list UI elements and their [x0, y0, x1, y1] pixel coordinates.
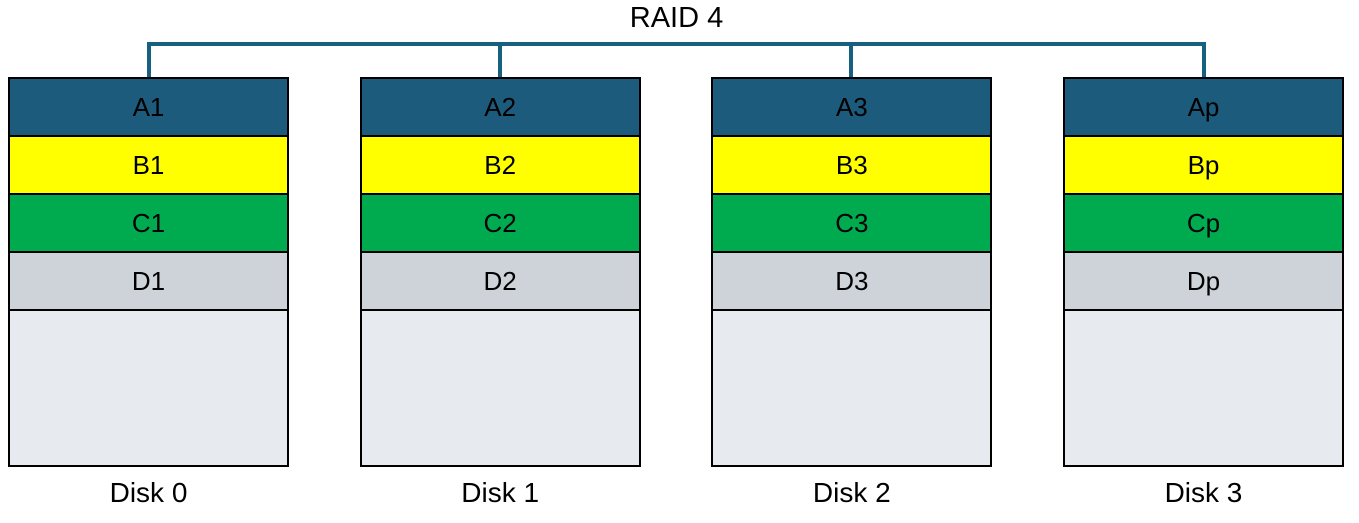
connector-horizontal-line: [147, 42, 1206, 46]
disk-1-free-space: [361, 311, 639, 465]
block-b1: B1: [10, 137, 287, 195]
disk-3-free-space: [1064, 311, 1342, 465]
block-b2: B2: [361, 137, 639, 195]
block-cp: Cp: [1064, 195, 1342, 253]
disk-3-stack: Ap Bp Cp Dp: [1062, 77, 1344, 467]
block-a2: A2: [361, 79, 639, 137]
disk-3: Ap Bp Cp Dp Disk 3: [1062, 77, 1344, 509]
disk-2-label: Disk 2: [812, 477, 891, 508]
connector-drop-disk2: [849, 44, 853, 78]
block-c2: C2: [361, 195, 639, 253]
block-bp: Bp: [1064, 137, 1342, 195]
connector-drop-disk1: [498, 44, 502, 78]
disk-1: A2 B2 C2 D2 Disk 1: [359, 77, 641, 509]
block-b3: B3: [713, 137, 991, 195]
diagram-title: RAID 4: [629, 2, 724, 34]
disk-0: A1 B1 C1 D1 Disk 0: [8, 77, 289, 509]
disk-3-label: Disk 3: [1164, 477, 1243, 508]
block-ap: Ap: [1064, 79, 1342, 137]
block-c1: C1: [10, 195, 287, 253]
disk-0-label: Disk 0: [109, 477, 188, 508]
disk-row: A1 B1 C1 D1 Disk 0 A2 B2 C2 D2 Disk 1 A3…: [8, 77, 1344, 509]
disk-2-stack: A3 B3 C3 D3: [711, 77, 993, 467]
connector-drop-disk3: [1202, 44, 1206, 78]
disk-1-stack: A2 B2 C2 D2: [359, 77, 641, 467]
block-a1: A1: [10, 79, 287, 137]
block-dp: Dp: [1064, 253, 1342, 311]
disk-0-stack: A1 B1 C1 D1: [8, 77, 289, 467]
block-a3: A3: [713, 79, 991, 137]
block-d3: D3: [713, 253, 991, 311]
disk-2: A3 B3 C3 D3 Disk 2: [711, 77, 993, 509]
block-d1: D1: [10, 253, 287, 311]
disk-0-free-space: [10, 311, 287, 465]
connector-drop-disk0: [147, 44, 151, 78]
disk-2-free-space: [713, 311, 991, 465]
disk-1-label: Disk 1: [461, 477, 540, 508]
block-d2: D2: [361, 253, 639, 311]
block-c3: C3: [713, 195, 991, 253]
